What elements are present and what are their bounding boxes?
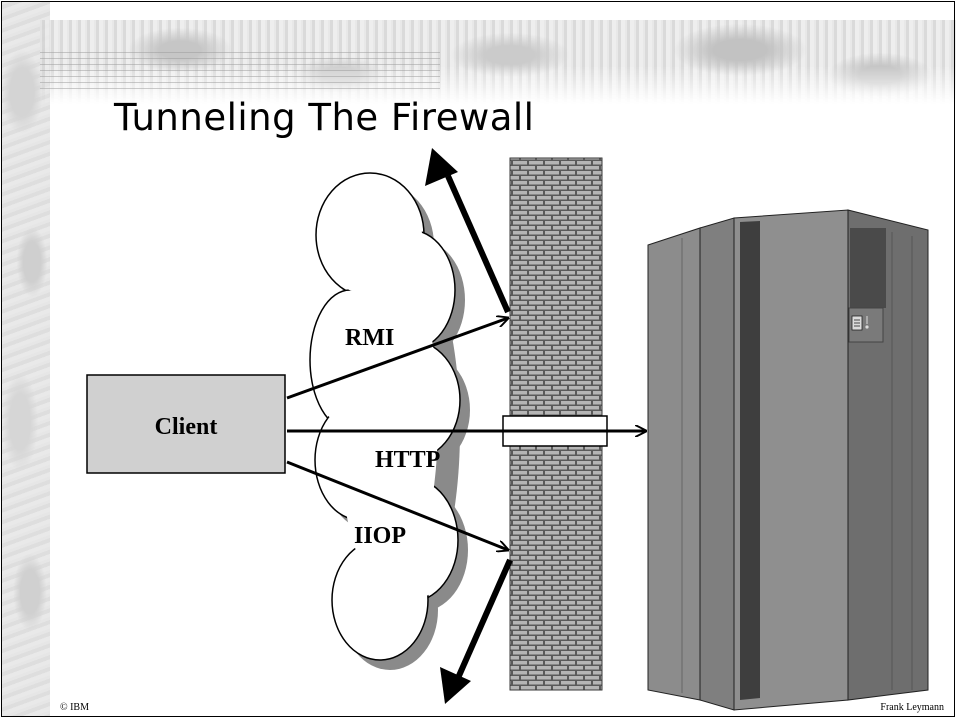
client-box: [86, 374, 286, 474]
cloud-fill: [312, 175, 458, 658]
client-label: Client: [155, 414, 218, 440]
iiop-arrow: [286, 460, 508, 550]
decorative-leaf-strip: [2, 2, 50, 716]
mainframe-server: [647, 209, 929, 711]
footer-author: Frank Leymann: [880, 702, 944, 713]
footer-copyright: © IBM: [60, 702, 89, 713]
slide-title: Tunneling The Firewall: [114, 96, 535, 139]
rmi-deflected-arrow: [425, 148, 511, 314]
rmi-arrow: [286, 318, 508, 400]
server-panel-icon: [851, 315, 869, 331]
rmi-label: RMI: [345, 325, 394, 351]
decorative-banner-lines: [40, 52, 440, 92]
iiop-label: IIOP: [354, 523, 406, 549]
iiop-deflected-arrow: [440, 558, 513, 704]
http-label: HTTP: [375, 447, 440, 473]
